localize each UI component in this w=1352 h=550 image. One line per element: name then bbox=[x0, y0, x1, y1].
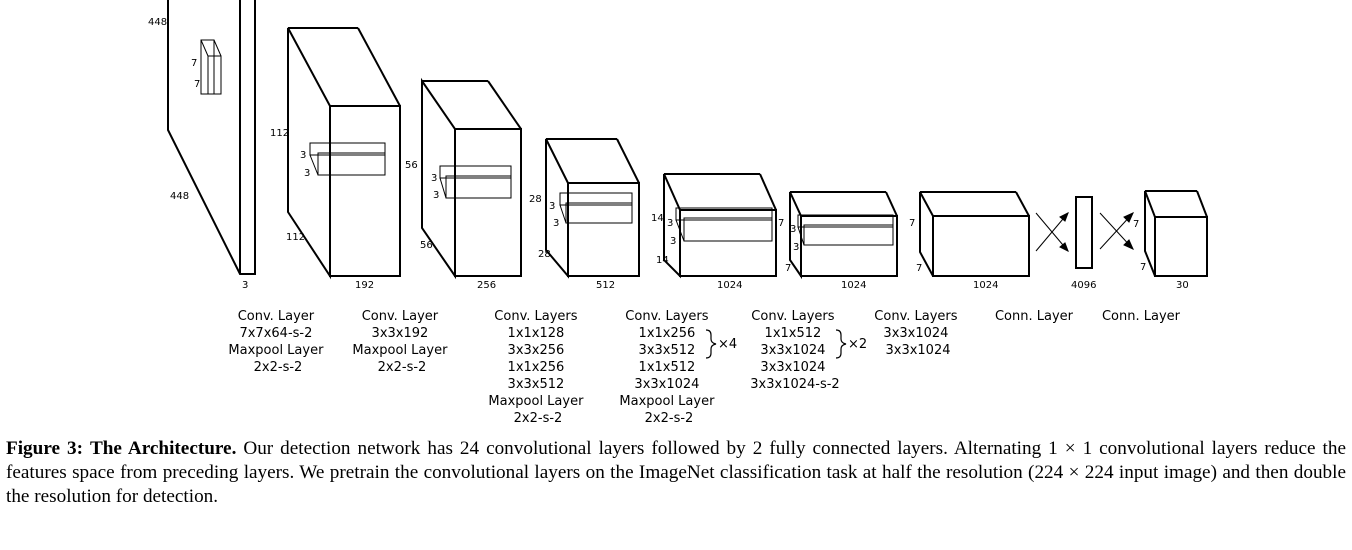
input-kernel-box bbox=[200, 39, 222, 95]
block3-width-label: 28 bbox=[538, 249, 551, 260]
output-cuboid bbox=[1144, 190, 1208, 277]
layer4-description: Conv. Layers 1x1x256 3x3x512 1x1x512 3x3… bbox=[619, 309, 718, 426]
block3-height-label: 28 bbox=[529, 194, 542, 205]
block3-kernel-label-a: 3 bbox=[549, 201, 555, 212]
block3-cuboid bbox=[545, 138, 640, 279]
block2-depth-label: 256 bbox=[477, 280, 496, 291]
block1-kernel-box bbox=[309, 142, 386, 176]
block4-kernel-box bbox=[675, 207, 773, 242]
block1-height-label: 112 bbox=[270, 128, 289, 139]
layer5-description: Conv. Layers 1x1x512 3x3x1024 3x3x1024 3… bbox=[750, 309, 839, 392]
block4-width-label: 14 bbox=[656, 255, 669, 266]
block1-kernel-label-b: 3 bbox=[304, 168, 310, 179]
input-height-label: 448 bbox=[148, 17, 167, 28]
block1-kernel-label-a: 3 bbox=[300, 150, 306, 161]
block6-height-label: 7 bbox=[909, 218, 915, 229]
repeat-x2-label: ×2 bbox=[848, 337, 867, 352]
repeat-brace-x4 bbox=[705, 329, 717, 359]
layer2-description: Conv. Layer 3x3x192 Maxpool Layer 2x2-s-… bbox=[352, 309, 451, 375]
block5-kernel-label-b: 3 bbox=[793, 242, 799, 253]
caption-text: Our detection network has 24 convolution… bbox=[6, 438, 1346, 507]
input-block bbox=[167, 0, 256, 275]
block5-width-label: 7 bbox=[785, 263, 791, 274]
layer1-description: Conv. Layer 7x7x64-s-2 Maxpool Layer 2x2… bbox=[228, 309, 327, 375]
block4-kernel-label-b: 3 bbox=[670, 236, 676, 247]
input-kernel-label-a: 7 bbox=[191, 58, 197, 69]
block5-cuboid bbox=[789, 191, 898, 280]
input-kernel-label-b: 7 bbox=[194, 79, 200, 90]
block6-width-label: 7 bbox=[916, 263, 922, 274]
layer8-description: Conn. Layer bbox=[1102, 309, 1181, 324]
block2-cuboid bbox=[421, 77, 522, 280]
fully-connected-cross-1 bbox=[1035, 211, 1069, 253]
block5-kernel-box bbox=[797, 214, 894, 246]
block3-depth-label: 512 bbox=[596, 280, 615, 291]
fully-connected-cross-2 bbox=[1099, 212, 1134, 250]
block5-depth-label: 1024 bbox=[841, 280, 866, 291]
block4-cuboid bbox=[663, 173, 777, 279]
block1-cuboid bbox=[287, 27, 401, 280]
block3-kernel-label-b: 3 bbox=[553, 218, 559, 229]
block2-width-label: 56 bbox=[420, 240, 433, 251]
output-height-label: 7 bbox=[1133, 219, 1139, 230]
block2-kernel-box bbox=[439, 165, 512, 199]
figure-caption: Figure 3: The Architecture. Our detectio… bbox=[6, 437, 1346, 509]
block6-cuboid bbox=[919, 191, 1030, 277]
block5-height-label: 7 bbox=[778, 218, 784, 229]
caption-title: The Architecture. bbox=[89, 438, 237, 459]
caption-label: Figure 3: bbox=[6, 438, 83, 459]
layer6-description: Conv. Layers 3x3x1024 3x3x1024 bbox=[874, 309, 961, 358]
block4-depth-label: 1024 bbox=[717, 280, 742, 291]
block5-kernel-label-a: 3 bbox=[790, 224, 796, 235]
layer3-description: Conv. Layers 1x1x128 3x3x256 1x1x256 3x3… bbox=[488, 309, 587, 426]
input-width-label: 448 bbox=[170, 191, 189, 202]
repeat-brace-x2 bbox=[835, 329, 847, 359]
block2-height-label: 56 bbox=[405, 160, 418, 171]
block6-depth-label: 1024 bbox=[973, 280, 998, 291]
block4-height-label: 14 bbox=[651, 213, 664, 224]
block2-kernel-label-a: 3 bbox=[431, 173, 437, 184]
block2-kernel-label-b: 3 bbox=[433, 190, 439, 201]
layer7-description: Conn. Layer bbox=[995, 309, 1074, 324]
block4-kernel-label-a: 3 bbox=[667, 218, 673, 229]
yolo-architecture-diagram: 448 448 3 7 7 112 112 192 3 3 56 56 256 … bbox=[148, 0, 1208, 426]
block1-width-label: 112 bbox=[286, 232, 305, 243]
repeat-x4-label: ×4 bbox=[718, 337, 737, 352]
block1-depth-label: 192 bbox=[355, 280, 374, 291]
fc-depth-label: 4096 bbox=[1071, 280, 1096, 291]
output-depth-label: 30 bbox=[1176, 280, 1189, 291]
input-depth-label: 3 bbox=[242, 280, 248, 291]
fc-4096-block bbox=[1075, 196, 1093, 269]
output-width-label: 7 bbox=[1140, 262, 1146, 273]
block3-kernel-box bbox=[559, 192, 633, 224]
